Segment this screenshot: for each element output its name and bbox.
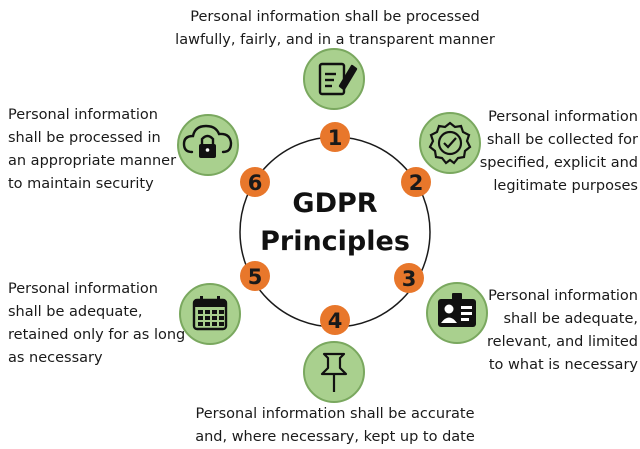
icon-circle-1 — [303, 48, 365, 110]
title-line-1: GDPR — [292, 188, 378, 219]
badge-check-icon — [428, 121, 472, 165]
number-5: 5 — [248, 265, 263, 289]
principle-6-line-1: Personal information — [8, 107, 158, 123]
title-line-2: Principles — [260, 226, 410, 257]
number-badge-4: 4 — [320, 305, 350, 335]
number-4: 4 — [328, 309, 343, 333]
icon-circle-4 — [303, 341, 365, 403]
number-3: 3 — [402, 267, 417, 291]
principle-5-line-3: retained only for as long — [8, 327, 186, 343]
principle-6-line-3: an appropriate manner — [8, 153, 177, 169]
principle-2-line-4: legitimate purposes — [493, 178, 638, 194]
icon-circle-6 — [177, 114, 239, 176]
principle-6-line-4: to maintain security — [8, 176, 154, 192]
principle-2-text: Personal information shall be collected … — [470, 106, 638, 198]
cloud-lock-icon — [182, 124, 233, 158]
icon-circle-2 — [419, 112, 481, 174]
principle-5-line-4: as necessary — [8, 350, 103, 366]
number-badge-1: 1 — [320, 122, 350, 152]
number-2: 2 — [409, 171, 424, 195]
number-1: 1 — [328, 126, 343, 150]
principle-4-line-2: and, where necessary, kept up to date — [195, 429, 475, 445]
number-6: 6 — [248, 171, 263, 195]
principle-4-line-1: Personal information shall be accurate — [195, 406, 475, 422]
principle-3-line-1: Personal information — [488, 288, 638, 304]
principle-2-line-3: specified, explicit and — [479, 155, 638, 171]
number-badge-5: 5 — [240, 261, 270, 291]
icon-circle-3 — [426, 282, 488, 344]
number-badge-3: 3 — [394, 263, 424, 293]
principle-2-line-2: shall be collected for — [486, 132, 638, 148]
principle-6-text: Personal information shall be processed … — [8, 104, 178, 196]
principle-4-text: Personal information shall be accurate a… — [170, 403, 500, 449]
principle-1-text: Personal information shall be processed … — [170, 6, 500, 52]
number-badge-6: 6 — [240, 167, 270, 197]
principle-5-text: Personal information shall be adequate, … — [8, 278, 188, 370]
principle-3-line-4: to what is necessary — [488, 357, 638, 373]
principle-5-line-2: shall be adequate, — [8, 304, 143, 320]
principle-3-text: Personal information shall be adequate, … — [472, 285, 638, 377]
pushpin-icon — [320, 352, 348, 392]
id-card-icon — [438, 293, 476, 327]
number-badge-2: 2 — [401, 167, 431, 197]
icon-circle-5 — [179, 283, 241, 345]
principle-1-line-1: Personal information shall be processed — [190, 9, 480, 25]
calendar-icon — [192, 296, 228, 331]
principle-3-line-2: shall be adequate, — [503, 311, 638, 327]
principle-5-line-1: Personal information — [8, 281, 158, 297]
document-pen-icon — [318, 62, 358, 96]
principle-2-line-1: Personal information — [488, 109, 638, 125]
principle-3-line-3: relevant, and limited — [487, 334, 638, 350]
principle-1-line-2: lawfully, fairly, and in a transparent m… — [175, 32, 495, 48]
principle-6-line-2: shall be processed in — [8, 130, 161, 146]
